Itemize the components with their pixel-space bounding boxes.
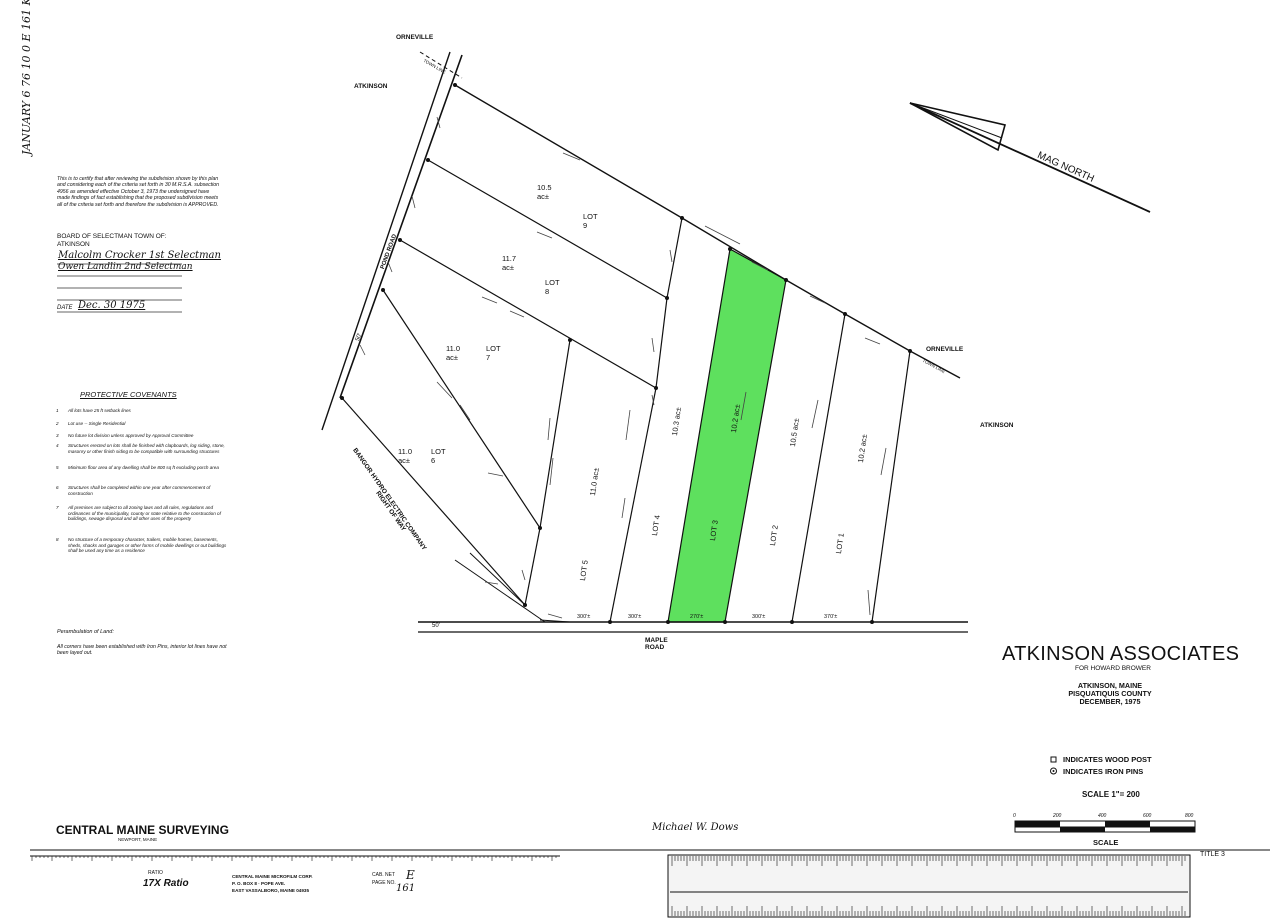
frontage-lot-3: 270'± [690, 614, 704, 620]
surveyor-signature: Michael W. Dows [652, 822, 739, 833]
scale-tick-200: 200 [1053, 813, 1062, 819]
lot-3-highlight[interactable] [667, 248, 787, 623]
lot-6-acres: 11.0 ac± [398, 447, 413, 465]
label-orneville-right: ORNEVILLE [926, 346, 964, 353]
surveyor-town: NEWPORT, MAINE [118, 837, 158, 842]
town-line-stub [419, 51, 463, 79]
scale-tick-400: 400 [1098, 813, 1107, 819]
ruler-ticks-left [31, 856, 557, 861]
perambulation-label: Perambulation of Land: [57, 629, 114, 635]
ratio-value: 17X Ratio [143, 878, 189, 889]
handwritten-recording-note: JANUARY 6 76 10 0 E 161 Kathleine C. Bro… [20, 0, 33, 155]
covenants-title: PROTECTIVE COVENANTS [80, 390, 177, 399]
lots-8-9-rear-line [655, 217, 683, 389]
measure-ruler [667, 854, 1191, 918]
legend-wood-post: INDICATES WOOD POST [1063, 755, 1152, 764]
legend-iron-pins: INDICATES IRON PINS [1063, 767, 1144, 776]
lot-5-west-line [539, 339, 571, 529]
mag-north-arrowhead [909, 102, 1006, 152]
perambulation-text: All corners have been established with I… [57, 644, 227, 657]
scale-tick-600: 600 [1143, 813, 1152, 819]
pond-road-west-edge [321, 51, 451, 431]
label-maple-road-width: 50' [432, 623, 440, 629]
lot-6-south-line [341, 397, 526, 606]
lot-7-label: LOT 7 [486, 344, 501, 362]
label-atkinson-left: ATKINSON [354, 83, 388, 90]
surveyor-name: CENTRAL MAINE SURVEYING [56, 823, 229, 837]
scale-tick-800: 800 [1185, 813, 1194, 819]
page-value: 161 [396, 883, 416, 894]
iron-pins [340, 83, 912, 624]
lot-9-8-line [427, 159, 668, 299]
lot-8-7-line [399, 239, 657, 389]
label-atkinson-right: ATKINSON [980, 422, 1014, 429]
title-town: ATKINSON, MAINE [1077, 681, 1143, 690]
scale-word: SCALE [1093, 838, 1119, 847]
approval-date: Dec. 30 1975 [78, 300, 146, 311]
lot-9-label: LOT 9 [583, 212, 598, 230]
lot-1-east-line [871, 350, 911, 623]
lot-7-acres: 11.0 ac± [446, 344, 461, 362]
selectman-signature-2: Owen Landlin 2nd Selectman [58, 262, 193, 272]
title-county: PISQUATIQUIS COUNTY [1068, 689, 1152, 698]
lot-5-west-line-south [524, 527, 541, 606]
frontage-lot-4: 300'± [628, 614, 642, 620]
frontage-lot-5: 300'± [577, 614, 591, 620]
selectman-signature-1: Malcolm Crocker 1st Selectman [58, 250, 221, 261]
lot-7-6-line [382, 289, 541, 529]
cab-label: CAB. NET [372, 872, 396, 878]
microfilm-corp-address: P. O. BOX 8 · POPE AVE. [232, 881, 286, 886]
title-company: ATKINSON ASSOCIATES [1002, 643, 1240, 665]
lot-5-4-line [609, 387, 657, 623]
scale-label: SCALE 1"= 200 [1082, 790, 1140, 799]
scale-bar [1014, 820, 1196, 833]
frontage-lot-2: 300'± [752, 614, 766, 620]
date-label: DATE [57, 305, 73, 311]
title-3-label: TITLE 3 [1200, 851, 1225, 858]
page-label: PAGE NO. [372, 880, 396, 886]
lot-9-acres: 10.5 ac± [537, 183, 552, 201]
frontage-lot-1: 370'± [824, 614, 838, 620]
iron-pin-symbol [1050, 767, 1057, 775]
microfilm-corp-city: EAST VASSALBORO, MAINE 04935 [232, 888, 310, 893]
title-date: DECEMBER, 1975 [1079, 697, 1141, 706]
approval-certificate: This is to certify that after reviewing … [57, 176, 220, 208]
lot-6-label: LOT 6 [431, 447, 446, 465]
lot-2-1-line [791, 313, 846, 623]
scale-tick-0: 0 [1013, 813, 1016, 819]
ratio-label: RATIO [148, 870, 163, 876]
lot-8-label: LOT 8 [545, 278, 560, 296]
board-town: ATKINSON [57, 241, 90, 248]
town-line [454, 84, 961, 379]
cab-value: E [406, 868, 415, 882]
lot-5-south-stub [539, 619, 571, 623]
label-maple-road: MAPLE ROAD [645, 637, 668, 651]
microfilm-corp-name: CENTRAL MAINE MICROFILM CORP. [232, 874, 313, 879]
title-for: FOR HOWARD BROWER [1075, 665, 1151, 672]
lot-8-acres: 11.7 ac± [502, 254, 517, 272]
board-label: BOARD OF SELECTMAN TOWN OF: [57, 233, 167, 240]
certificate-lines [57, 263, 182, 313]
wood-post-symbol [1050, 756, 1057, 763]
mag-north-arrow-tick [909, 102, 1003, 139]
right-of-way-line [454, 559, 546, 623]
right-of-way-line-2 [469, 552, 526, 606]
ruler-ticks-right [671, 856, 1186, 916]
mag-north-arrow-shaft [909, 102, 1151, 213]
label-orneville-top: ORNEVILLE [396, 34, 434, 41]
iron-pin-symbol-dot [1052, 770, 1055, 772]
bearing-marks [359, 116, 887, 619]
pond-road-east-edge [339, 54, 463, 399]
